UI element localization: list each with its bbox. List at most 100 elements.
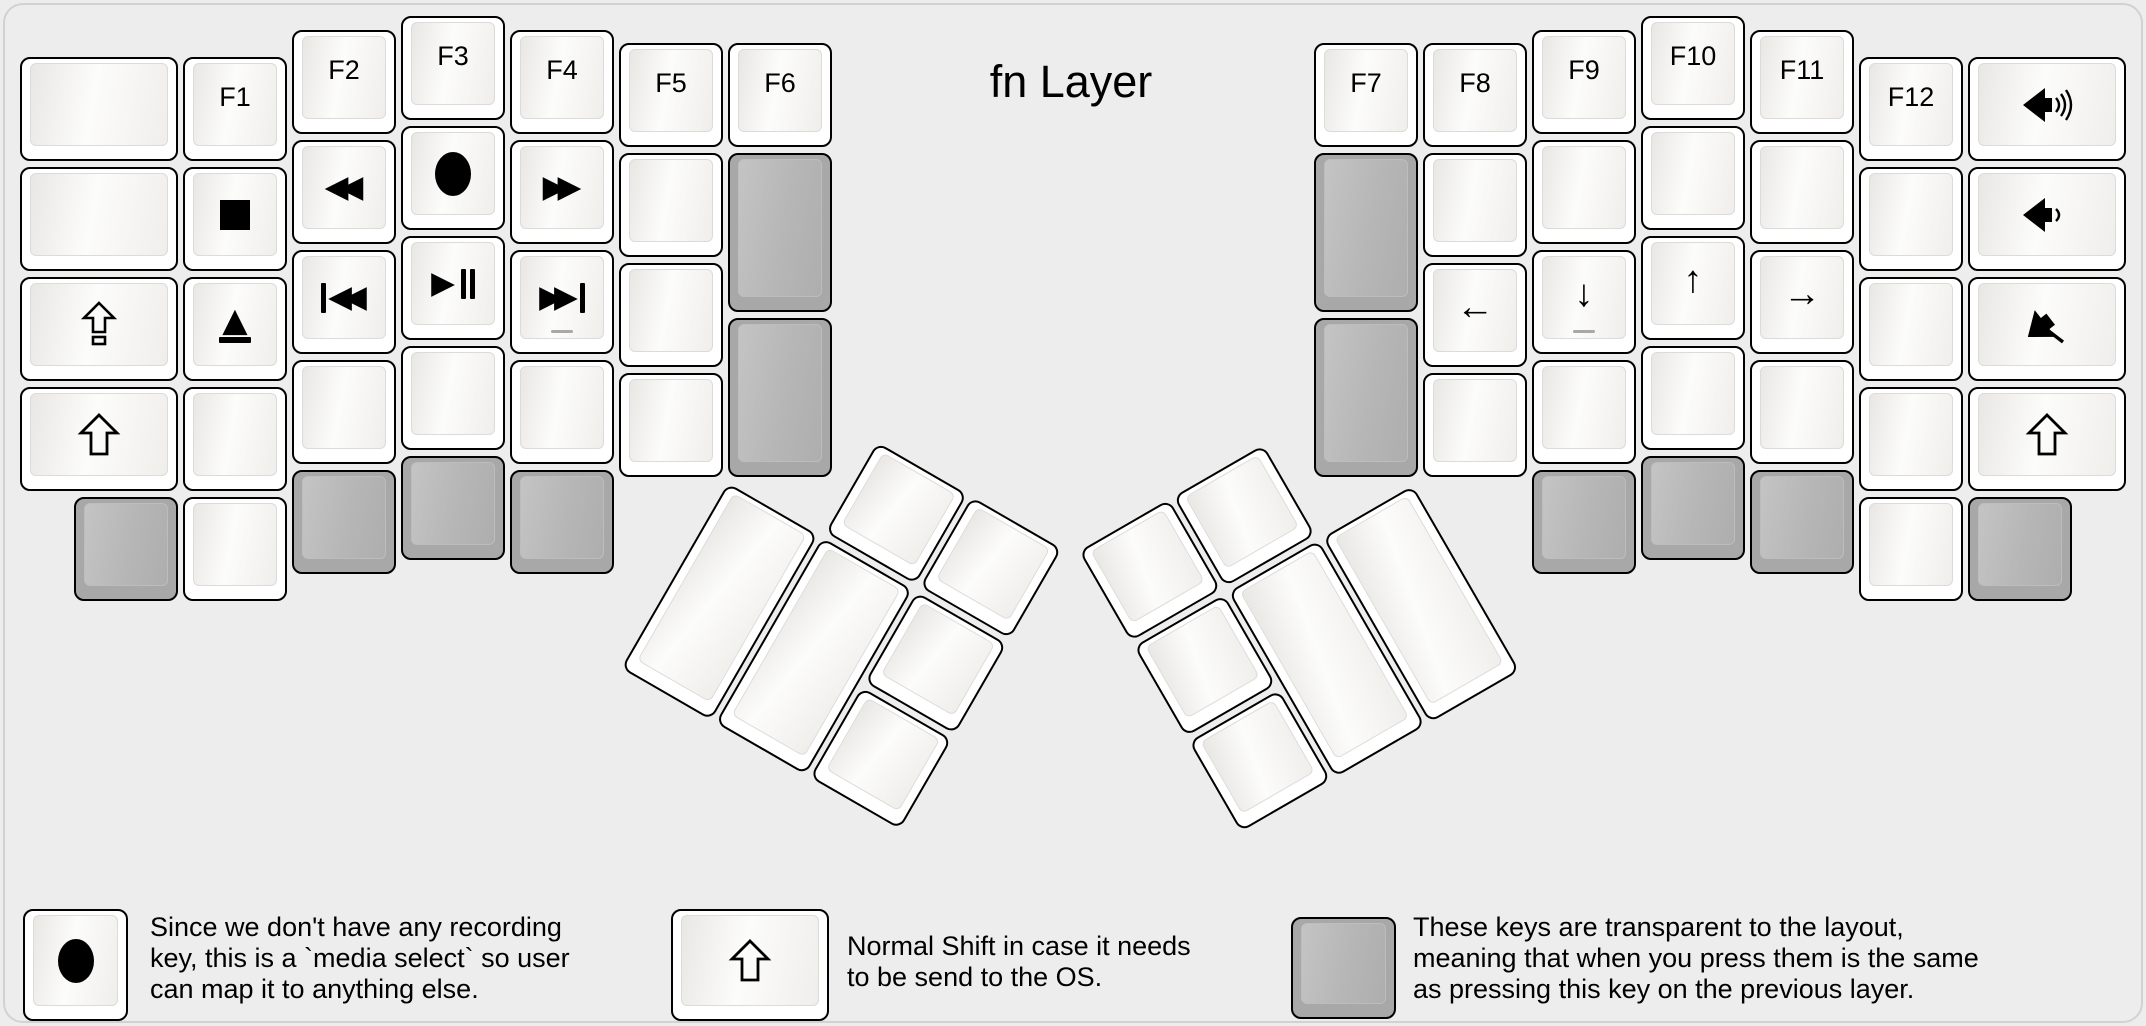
legend-line: Since we don't have any recording [150,912,562,942]
key-f12: F12 [1859,57,1963,161]
key-label: F11 [1779,55,1825,85]
shift-icon [2025,412,2069,458]
keycap [411,132,495,215]
mute-icon [2018,301,2076,349]
key-label: ← [1456,286,1494,328]
key-blank [1859,167,1963,271]
keycap [1301,923,1386,1004]
key-f3: F3 [401,16,505,120]
keycap: ↓ [1542,256,1626,339]
keycap [738,324,822,462]
keycap: F6 [738,49,822,132]
keycap [1760,366,1844,449]
keycap: ↑ [1651,242,1735,325]
keycap [629,379,713,462]
legend-line: key, this is a `media select` so user [150,943,570,973]
key-blank [1641,346,1745,450]
key-blank [292,360,396,464]
key-transparent [74,497,178,601]
key-eject: ▲ [183,277,287,381]
legend-line: as pressing this key on the previous lay… [1413,974,1915,1004]
key-label: F4 [546,55,578,85]
key-record [401,126,505,230]
rewind-icon: ◀◀ [324,169,364,205]
keycap [411,352,495,435]
key-label: F10 [1669,41,1717,71]
key-label: F12 [1887,82,1935,112]
key-f10: F10 [1641,16,1745,120]
key-volume-down [1968,167,2126,271]
keycap [1869,173,1953,256]
key-transparent [1968,497,2072,601]
keycap [1542,366,1626,449]
key-label: F3 [437,41,469,71]
keycap [1869,393,1953,476]
keycap [1433,379,1517,462]
key-f9: F9 [1532,30,1636,134]
key-arrow-down: ↓ [1532,250,1636,354]
keycap [1760,476,1844,559]
prev-icon: ◀◀ [321,282,367,313]
keycap [1090,509,1205,624]
keycap: ◀◀ [302,146,386,229]
keycap [1760,146,1844,229]
legend-line: These keys are transparent to the layout… [1413,912,1904,942]
keycap [33,915,118,1006]
key-play-pause: ▶ [401,236,505,340]
key-label: ↑ [1683,259,1703,301]
keycap [1542,476,1626,559]
keycap [1542,146,1626,229]
key-label: F2 [328,55,360,85]
keycap [30,63,168,146]
keycap [1651,132,1735,215]
keycap [1433,159,1517,242]
key-transparent [728,318,832,477]
keycap: F9 [1542,36,1626,119]
key-label: F8 [1459,68,1491,98]
keycap [84,503,168,586]
key-blank [619,373,723,477]
keycap [520,366,604,449]
key-shift-right [1968,387,2126,491]
key-fast-forward: ▶▶ [510,140,614,244]
keycap [193,393,277,476]
keycap [193,503,277,586]
key-blank [183,497,287,601]
keycap [1651,352,1735,435]
key-transparent [1750,470,1854,574]
keycap [935,506,1051,621]
keycap: → [1760,256,1844,339]
key-volume-up [1968,57,2126,161]
legend-line: meaning that when you press them is the … [1413,943,1979,973]
stop-icon [220,199,250,230]
keycap [1324,324,1408,462]
key-blank [1423,153,1527,257]
keycap [1978,393,2116,476]
legend-line: to be send to the OS. [847,962,1103,992]
key-blank [1423,373,1527,477]
vol-down-icon [2018,193,2076,237]
keycap: F11 [1760,36,1844,119]
shift-icon [77,412,121,458]
key-prev-track: ◀◀ [292,250,396,354]
key-label: F6 [764,68,796,98]
shift-icon [728,938,772,984]
keycap [1978,503,2062,586]
record-icon [435,151,471,196]
keycap: F10 [1651,22,1735,105]
keycap [193,173,277,256]
key-f4: F4 [510,30,614,134]
key-f2: F2 [292,30,396,134]
key-blank [1750,140,1854,244]
keycap [1869,503,1953,586]
legend-line: Normal Shift in case it needs [847,931,1191,961]
keycap: F5 [629,49,713,132]
key-blank [183,387,287,491]
keycap [681,915,819,1006]
legend-text-transparent: These keys are transparent to the layout… [1413,912,1979,1005]
keycap [1978,173,2116,256]
keycap [1651,462,1735,545]
keycap: ◀◀ [302,256,386,339]
key-label: ↓ [1574,273,1594,315]
key-mute [1968,277,2126,381]
